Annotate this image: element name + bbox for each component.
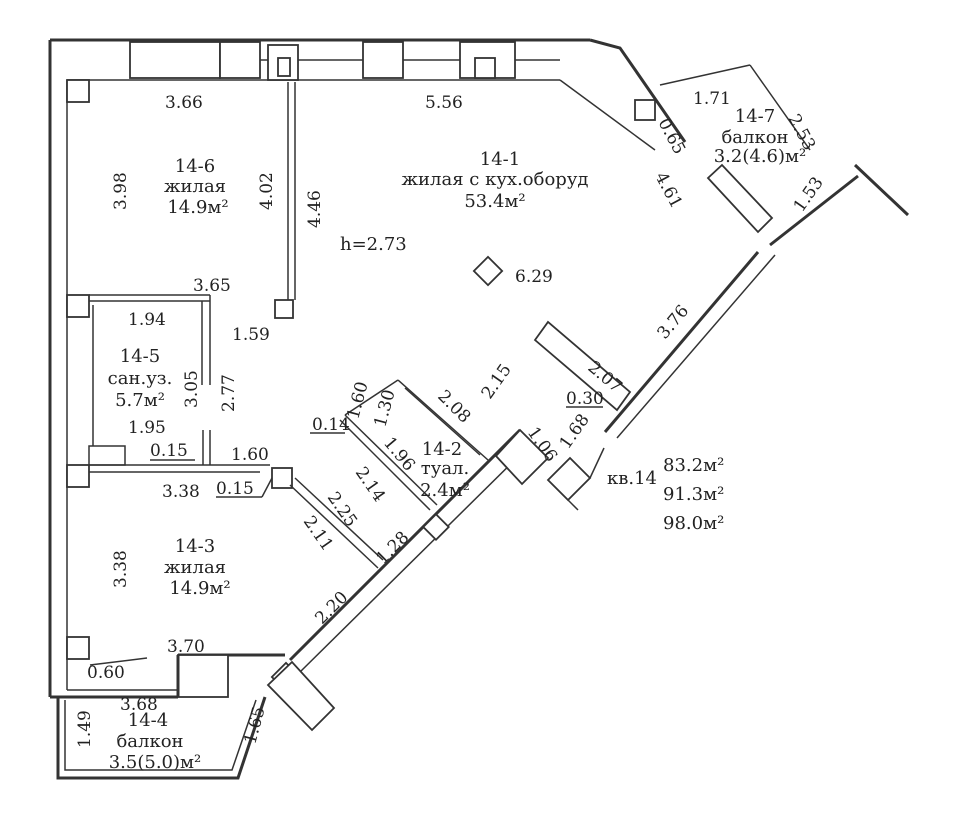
room-type: жилая с кух.оборуд [401,169,588,190]
dimension-label: 0.14 [312,415,350,435]
dimension-label: 0.65 [654,115,689,158]
dimension-label: 3.98 [111,172,131,210]
room-14-4-label: 14-4 балкон 3.5(5.0)м² [109,710,202,773]
room-type: сан.уз. [108,368,173,389]
room-area: 53.4м² [464,191,525,212]
dimension-label: 3.05 [182,370,202,408]
dimension-label: 2.20 [311,588,352,629]
room-area: 3.5(5.0)м² [109,752,202,773]
room-14-7-label: 14-7 балкон 3.2(4.6)м² [714,106,807,167]
room-14-6-label: 14-6 жилая 14.9м² [164,156,229,218]
room-id: 14-2 [422,439,462,460]
dimension-label: 0.15 [150,441,188,461]
dimension-label: 3.65 [193,276,231,296]
dimension-label: 1.49 [75,710,95,748]
room-area: 3.2(4.6)м² [714,146,807,167]
dimension-label: 0.60 [87,663,125,683]
windows-top [129,41,516,81]
dimension-label: 6.29 [515,267,553,287]
dimension-label: 1.65 [241,705,270,747]
dimension-label: 3.70 [167,637,205,657]
dimension-label: 1.30 [371,388,400,430]
apartment-area-2: 91.3м² [663,484,724,505]
apartment-area-3: 98.0м² [663,513,724,534]
room-area: 14.9м² [169,578,230,599]
leader-lines [89,406,603,666]
room-area: 14.9м² [167,197,228,218]
room-area: 5.7м² [115,390,165,411]
room-id: 14-1 [480,149,520,170]
dimension-label: 3.68 [120,695,158,715]
dimension-label: 2.11 [299,512,337,554]
dimension-label: 1.68 [556,410,594,452]
room-area: 2.4м² [420,480,470,501]
dimension-label: 1.71 [693,89,731,109]
dimension-label: 3.38 [111,550,131,588]
room-type: туал. [421,458,469,479]
apartment-summary: кв.14 83.2м² 91.3м² 98.0м² [607,455,724,534]
dimension-label: 2.08 [433,386,474,427]
room-14-5-label: 14-5 сан.уз. 5.7м² [108,346,173,411]
dimension-label: 1.94 [128,310,166,330]
dimension-label: 3.66 [165,93,203,113]
room-id: 14-7 [735,106,775,127]
dimension-label: 1.60 [231,445,269,465]
dimension-label: 1.28 [372,528,413,569]
room-14-1-label: 14-1 жилая с кух.оборуд 53.4м² [401,149,588,212]
dimension-label: 4.46 [305,190,325,228]
room-id: 14-5 [120,346,160,367]
balcony-14-4-walls [56,654,267,780]
dimension-label: 2.14 [351,463,389,505]
dimension-label: 2.77 [219,374,239,412]
dimension-label: 2.15 [478,360,516,402]
room-14-3-label: 14-3 жилая 14.9м² [164,536,231,599]
dimension-label: 1.59 [232,325,270,345]
dimension-label: 3.38 [162,482,200,502]
dimension-label: 4.61 [651,169,686,212]
room-14-2-label: 14-2 туал. 2.4м² [420,439,470,501]
room-type: жилая [164,557,226,578]
room-type: балкон [721,127,788,148]
room-id: 14-3 [175,536,215,557]
dimension-label: 5.56 [425,93,463,113]
room-id: 14-4 [128,710,168,731]
dimension-label: 1.53 [790,173,828,215]
room-type: жилая [164,176,226,197]
apartment-label: кв.14 [607,468,657,489]
outer-walls [48,38,910,699]
partitions [88,64,811,732]
dimension-label: 0.15 [216,479,254,499]
dimension-label: 1.95 [128,418,166,438]
dimension-label: 0.30 [566,389,604,409]
room-id: 14-6 [175,156,215,177]
dimension-label: 4.02 [257,172,277,210]
apartment-area-1: 83.2м² [663,455,724,476]
ceiling-height: h=2.73 [340,234,407,255]
room-type: балкон [116,731,183,752]
